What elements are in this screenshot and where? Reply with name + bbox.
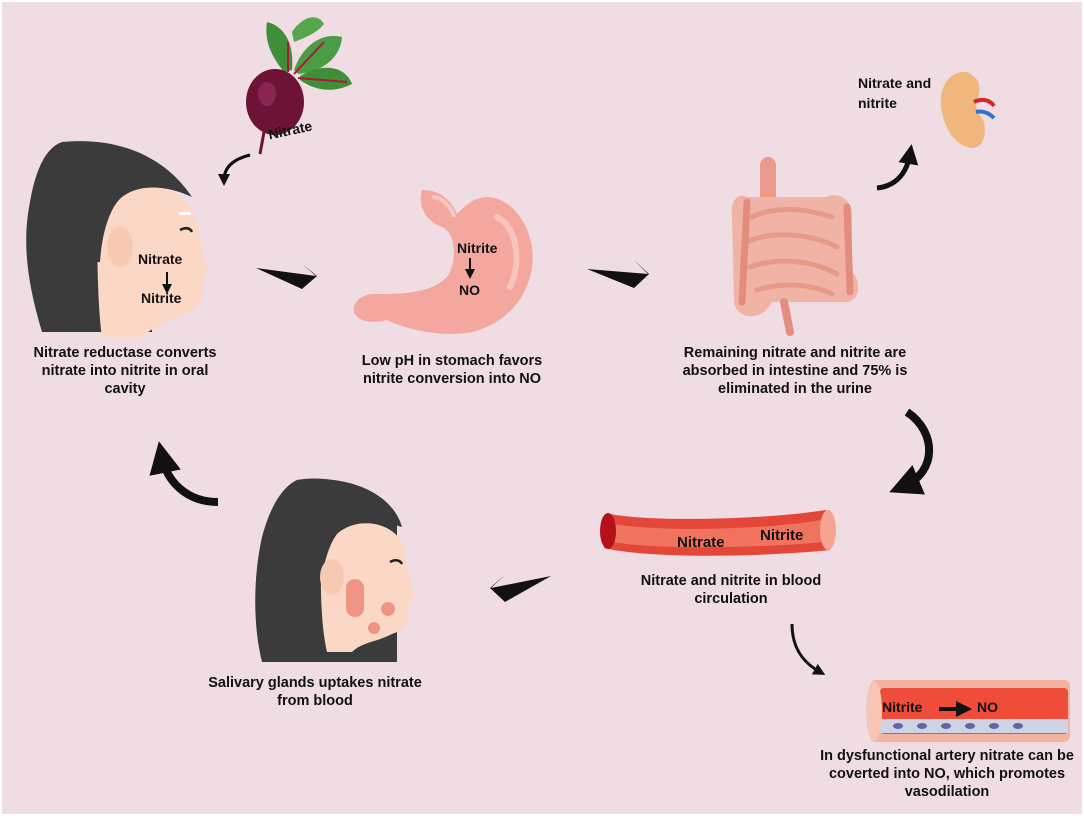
artery-nitrite-label: Nitrite: [882, 699, 923, 715]
woman-head-oral-icon: [26, 141, 208, 337]
arrow-oral-to-stomach: [256, 264, 317, 289]
beetroot-icon: [246, 17, 352, 155]
caption-artery: In dysfunctional artery nitrate can be c…: [820, 748, 1074, 800]
stomach-no-label: NO: [459, 282, 480, 298]
arrow-blood-to-salivary: [490, 575, 551, 602]
vessel-nitrite-label: Nitrite: [760, 527, 804, 544]
arrow-stomach-to-intestine: [587, 260, 649, 288]
mouth-nitrite-label: Nitrite: [141, 290, 182, 306]
caption-stomach: Low pH in stomach favors nitrite convers…: [361, 353, 543, 387]
arrow-intestine-to-kidney: [876, 144, 919, 191]
artery-no-label: NO: [977, 699, 998, 715]
stomach-icon: [353, 190, 533, 334]
caption-blood-circulation: Nitrate and nitrite in blood circulation: [640, 573, 822, 607]
kidney-nitrate-nitrite-label: Nitrate and nitrite: [858, 75, 932, 111]
arrow-intestine-to-blood: [889, 408, 934, 495]
woman-head-salivary-icon: [255, 478, 415, 662]
blood-vessel-icon: [600, 510, 836, 556]
arrow-beet-to-mouth: [218, 153, 251, 186]
caption-intestine: Remaining nitrate and nitrite are absorb…: [682, 345, 908, 397]
vessel-nitrate-label: Nitrate: [677, 534, 725, 551]
stomach-nitrite-label: Nitrite: [457, 240, 498, 256]
arrow-blood-to-artery: [790, 623, 826, 675]
arrow-salivary-to-oral: [149, 441, 219, 506]
kidney-icon: [940, 71, 996, 148]
caption-salivary-glands: Salivary glands uptakes nitrate from blo…: [208, 675, 422, 709]
caption-oral-cavity: Nitrate reductase converts nitrate into …: [33, 345, 217, 397]
mouth-nitrate-label: Nitrate: [138, 251, 183, 267]
intestine-icon: [731, 157, 859, 336]
